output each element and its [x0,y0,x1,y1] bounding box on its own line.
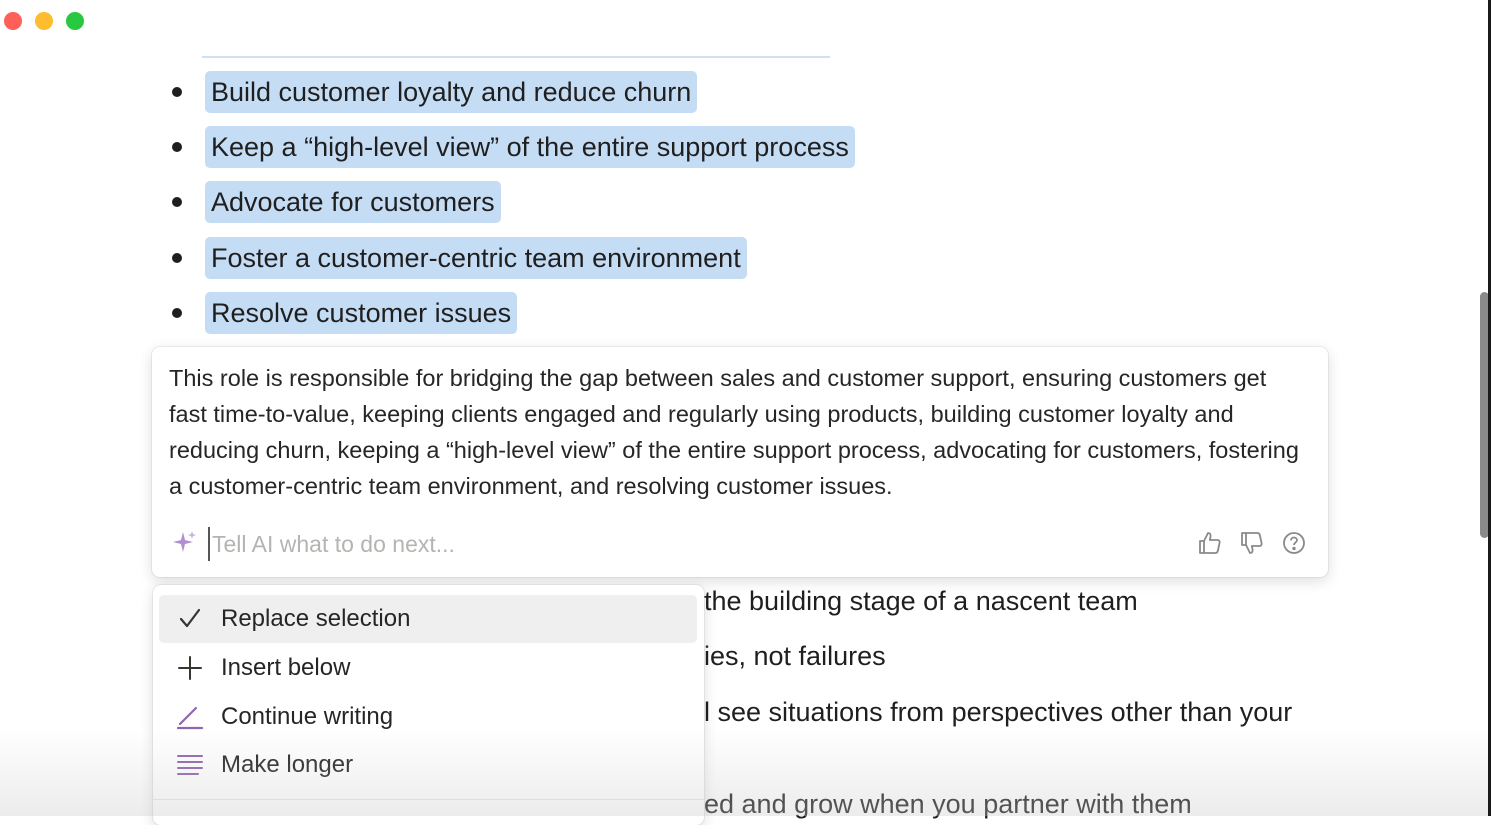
minimize-window-button[interactable] [35,12,53,30]
menu-item-label: Make longer [221,751,354,778]
check-icon [175,604,205,634]
bullet-text[interactable]: Advocate for customers [205,181,501,223]
document-text-line: ed and grow when you partner with them [704,789,1192,819]
thumbs-up-icon[interactable] [1196,529,1224,557]
pen-icon [175,702,205,732]
bullet-dot [172,142,182,152]
menu-item-continue-writing[interactable]: Continue writing [159,693,697,741]
list-item[interactable]: Keep a “high-level view” of the entire s… [166,125,855,169]
bullet-dot [172,253,182,263]
vertical-scrollbar[interactable] [1480,292,1489,538]
menu-item-label: Insert below [221,654,351,681]
bullet-dot [172,197,182,207]
ai-actions-menu: Replace selection Insert below Continue … [153,585,704,825]
bullet-text[interactable]: Foster a customer-centric team environme… [205,237,747,279]
bullet-dot [172,308,182,318]
window-edge [1488,0,1491,816]
ai-response-panel: This role is responsible for bridging th… [152,347,1328,577]
help-icon[interactable] [1280,529,1308,557]
menu-item-replace-selection[interactable]: Replace selection [159,595,697,643]
feedback-icons [1196,529,1308,557]
zoom-window-button[interactable] [66,12,84,30]
menu-item-make-longer[interactable]: Make longer [159,741,697,789]
bullet-text[interactable]: Resolve customer issues [205,292,518,334]
list-item[interactable]: Advocate for customers [166,180,501,224]
window-controls [4,12,84,30]
menu-item-label: Replace selection [221,605,411,632]
menu-item-insert-below[interactable]: Insert below [159,644,697,692]
bullet-text[interactable]: Build customer loyalty and reduce churn [205,71,698,113]
menu-item-label: Continue writing [221,703,394,730]
thumbs-down-icon[interactable] [1238,529,1266,557]
bullet-text[interactable]: Keep a “high-level view” of the entire s… [205,126,855,168]
document-text-line: ies, not failures [704,641,886,671]
document-text-line: l see situations from perspectives other… [704,697,1293,727]
ai-prompt-row [170,527,1310,562]
list-item[interactable]: Build customer loyalty and reduce churn [166,70,698,114]
close-window-button[interactable] [4,12,22,30]
ai-response-text: This role is responsible for bridging th… [169,365,1299,499]
ai-prompt-input[interactable] [208,527,1114,561]
sparkle-icon [170,529,198,562]
list-item[interactable]: Foster a customer-centric team environme… [166,236,747,280]
plus-icon [175,653,205,683]
bullet-dot [172,87,182,97]
selection-top-edge [202,56,830,58]
list-item[interactable]: Resolve customer issues [166,291,518,335]
lines-icon [175,750,205,780]
document-text-line: the building stage of a nascent team [704,586,1138,616]
menu-divider [153,799,704,800]
